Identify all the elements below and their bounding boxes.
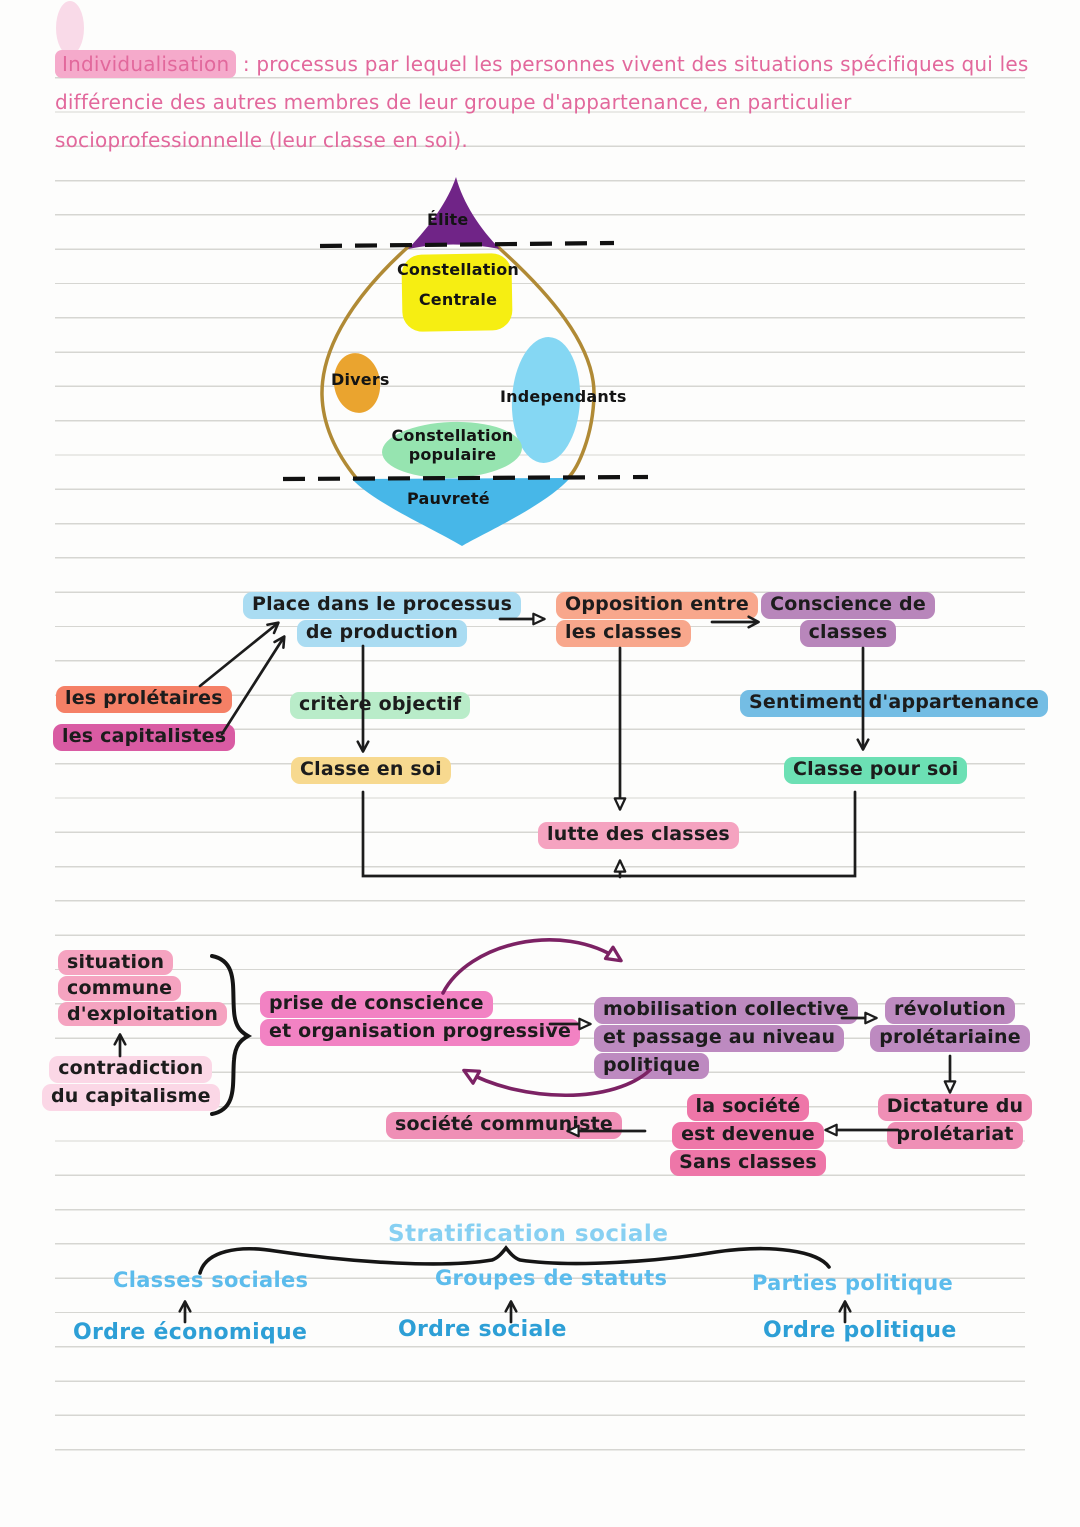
node-dictature-l2: prolétariat (887, 1121, 1023, 1149)
label-constellation-populaire-l2: populaire (408, 445, 497, 464)
node-opposition: Opposition entre les classes (556, 592, 758, 648)
node-situation-exploitation: situation commune d'exploitation (58, 950, 228, 1027)
node-sentiment: Sentiment d'appartenance (740, 690, 1049, 717)
node-prise-l2: et organisation progressive (260, 1018, 581, 1046)
node-societe-communiste: société communiste (386, 1112, 622, 1139)
node-revolution-proletarienne: révolution prolétariaine (870, 997, 1030, 1053)
node-mobilisation-l1: mobilisation collective (594, 997, 858, 1024)
node-place-l2: de production (296, 619, 468, 647)
node-societe-l3: Sans classes (670, 1149, 826, 1177)
node-contradiction: contradiction du capitalisme (42, 1056, 220, 1112)
strat-group-groupes-statuts: Groupes de statuts (435, 1266, 668, 1290)
label-constellation-centrale-l2: Centrale (418, 290, 498, 309)
node-contradiction-l1: contradiction (49, 1056, 213, 1083)
node-situation-l1: situation (58, 950, 174, 975)
label-elite: Élite (427, 210, 469, 229)
node-place-production: Place dans le processus de production (242, 592, 522, 648)
node-opposition-l1: Opposition entre (556, 592, 758, 619)
node-mobilisation-l3: politique (594, 1052, 710, 1080)
label-pauvrete: Pauvreté (407, 489, 490, 508)
node-conscience: Conscience de classes (761, 592, 935, 648)
node-critere-objectif: critère objectif (290, 692, 471, 719)
node-conscience-l2: classes (799, 619, 897, 647)
stratification-title: Stratification sociale (388, 1221, 669, 1247)
node-situation-l2: commune (58, 975, 182, 1001)
strat-ordre-economique: Ordre économique (73, 1320, 308, 1345)
label-divers: Divers (331, 370, 390, 389)
node-prise-de-conscience: prise de conscience et organisation prog… (260, 991, 581, 1047)
definition-term: Individualisation (55, 50, 237, 78)
definition-line-2: différencie des autres membres de leur g… (55, 90, 852, 114)
node-dictature-l1: Dictature du (877, 1094, 1033, 1121)
node-societe-l1: la société (686, 1094, 810, 1121)
node-lutte-des-classes: lutte des classes (538, 822, 739, 849)
node-prise-l1: prise de conscience (260, 991, 493, 1018)
node-place-l1: Place dans le processus (242, 592, 522, 619)
node-contradiction-l2: du capitalisme (42, 1083, 220, 1111)
node-mobilisation: mobilisation collective et passage au ni… (594, 997, 858, 1080)
strat-ordre-sociale: Ordre sociale (398, 1317, 567, 1342)
node-societe-sans-classes: la société est devenue Sans classes (652, 1094, 844, 1177)
strat-ordre-politique: Ordre politique (763, 1318, 957, 1343)
definition-line-3: socioprofessionnelle (leur classe en soi… (55, 128, 468, 152)
strat-group-classes-sociales: Classes sociales (113, 1268, 309, 1292)
node-classe-pour-soi: Classe pour soi (784, 757, 968, 784)
node-societe-l2: est devenue (672, 1121, 824, 1149)
definition-line-1: Individualisation : processus par lequel… (55, 50, 1029, 78)
node-opposition-l2: les classes (556, 619, 691, 647)
node-capitalistes: les capitalistes (53, 724, 236, 751)
strat-group-parties-politique: Parties politique (752, 1271, 954, 1295)
node-conscience-l1: Conscience de (761, 592, 935, 619)
node-mobilisation-l2: et passage au niveau (594, 1024, 845, 1052)
label-constellation-centrale: Constellation Centrale (396, 260, 520, 309)
node-dictature: Dictature du prolétariat (877, 1094, 1033, 1150)
node-revolution-l1: révolution (885, 997, 1015, 1024)
definition-line-1-rest: : processus par lequel les personnes viv… (236, 52, 1029, 76)
node-classe-en-soi: Classe en soi (291, 757, 451, 784)
label-independants: Independants (500, 387, 627, 406)
node-situation-l3: d'exploitation (58, 1001, 228, 1027)
label-constellation-populaire-l1: Constellation (391, 426, 514, 445)
label-constellation-populaire: Constellation populaire (391, 426, 513, 464)
pink-smudge (56, 1, 84, 55)
node-revolution-l2: prolétariaine (870, 1024, 1030, 1052)
node-proletaires: les prolétaires (56, 686, 232, 713)
label-constellation-centrale-l1: Constellation (396, 260, 520, 279)
